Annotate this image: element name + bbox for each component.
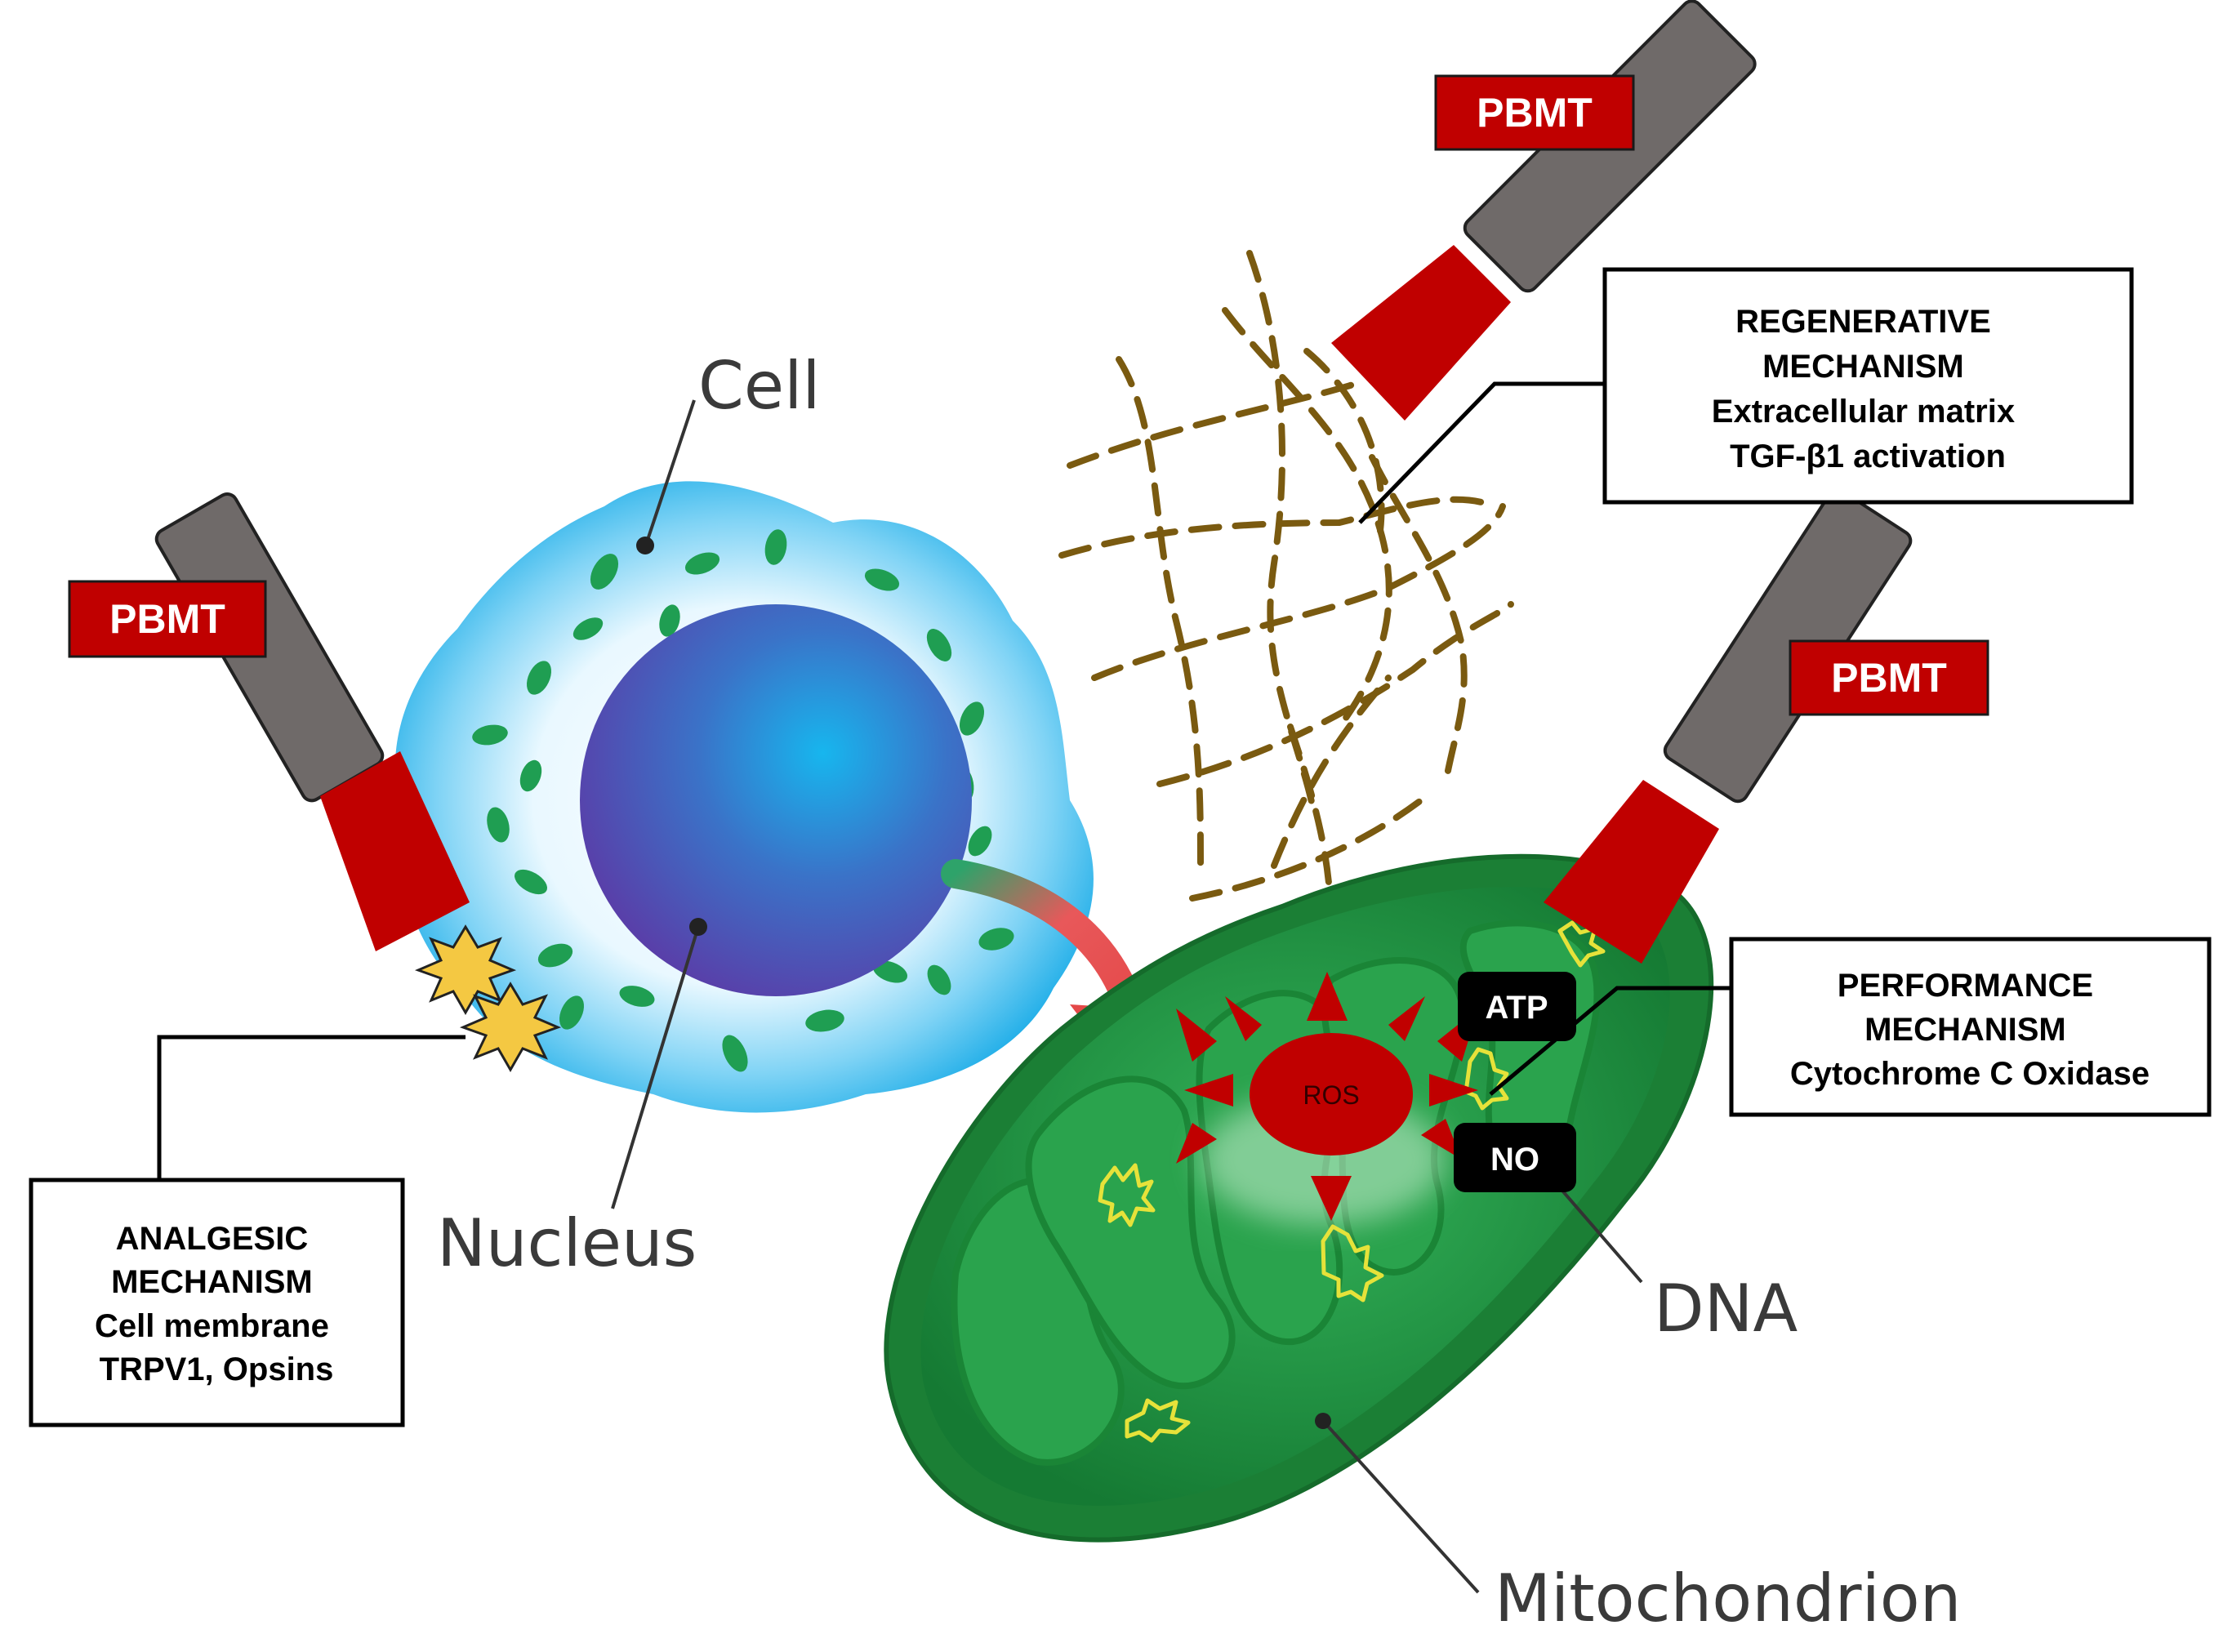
performance-line-3: Cytochrome C Oxidase: [1790, 1056, 2150, 1092]
nucleus-label: Nucleus: [437, 1205, 697, 1281]
pbmt-label-right: PBMT: [1789, 639, 1989, 716]
analgesic-line-4: TRPV1, Opsins: [100, 1351, 334, 1387]
cell-pointer: [644, 399, 696, 548]
atp-chip: ATP: [1458, 972, 1576, 1041]
regenerative-line-4: TGF-β1 activation: [1730, 439, 2006, 474]
analgesic-line-3: Cell membrane: [95, 1308, 329, 1344]
laser-beam-top: [1331, 245, 1511, 421]
svg-text:PERFORMANCE MECHANISM: PERFORMANCE MECHANISM Cytochrome C Oxida…: [1790, 968, 2150, 1092]
svg-text:PBMT: PBMT: [109, 596, 225, 642]
nucleus-pointer: [611, 926, 700, 1209]
svg-text:PBMT: PBMT: [1831, 655, 1947, 701]
regenerative-line-2: MECHANISM: [1762, 349, 1964, 385]
cell-label: Cell: [698, 348, 821, 424]
regenerative-connector: [1358, 381, 1605, 524]
ros-burst: [1176, 972, 1478, 1221]
mitochondrion-pointer: [1321, 1419, 1480, 1594]
analgesic-mechanism-box: ANALGESIC MECHANISM Cell membrane TRPV1,…: [29, 1178, 405, 1427]
regenerative-line-3: Extracellular matrix: [1712, 394, 2015, 430]
nucleus: [580, 604, 972, 996]
svg-text:REGENERATIVE MECHANISM: REGENERATIVE MECHANISM Extracellular mat…: [1712, 304, 2024, 474]
ros-core: [1250, 1033, 1413, 1156]
svg-text:PBMT: PBMT: [1477, 90, 1593, 136]
svg-text:ANALGESIC MECHANISM: ANALGESIC MECHANISM Cell membrane TRPV1,…: [95, 1221, 338, 1387]
analgesic-line-1: ANALGESIC: [116, 1221, 309, 1257]
cell: [394, 399, 1094, 1209]
performance-mechanism-box: PERFORMANCE MECHANISM Cytochrome C Oxida…: [1729, 937, 2212, 1117]
performance-line-1: PERFORMANCE: [1838, 968, 2093, 1004]
analgesic-connector: [157, 1035, 466, 1180]
atp-label: ATP: [1485, 990, 1548, 1026]
analgesic-line-2: MECHANISM: [111, 1264, 313, 1300]
analgesic-sparks: [414, 924, 562, 1073]
pbmt-device-left: [154, 492, 470, 951]
laser-beam-left: [320, 751, 470, 951]
dna-strands: [1098, 920, 1606, 1443]
regenerative-mechanism-box: REGENERATIVE MECHANISM Extracellular mat…: [1602, 267, 2134, 505]
pbmt-device-right: [1544, 488, 1913, 964]
performance-connector: [1489, 986, 1731, 1096]
regenerative-line-1: REGENERATIVE: [1735, 304, 1991, 340]
ros-label: ROS: [1303, 1080, 1359, 1110]
performance-line-2: MECHANISM: [1864, 1012, 2066, 1048]
mitochondrion-label: Mitochondrion: [1495, 1561, 1961, 1636]
laser-beam-right: [1544, 780, 1719, 964]
pbmt-label-left: PBMT: [68, 580, 267, 658]
no-label: NO: [1490, 1142, 1539, 1178]
pbmt-label-top: PBMT: [1434, 74, 1635, 151]
no-chip: NO: [1454, 1123, 1576, 1192]
extracellular-matrix: [1058, 250, 1514, 934]
dna-label: DNA: [1654, 1271, 1798, 1347]
